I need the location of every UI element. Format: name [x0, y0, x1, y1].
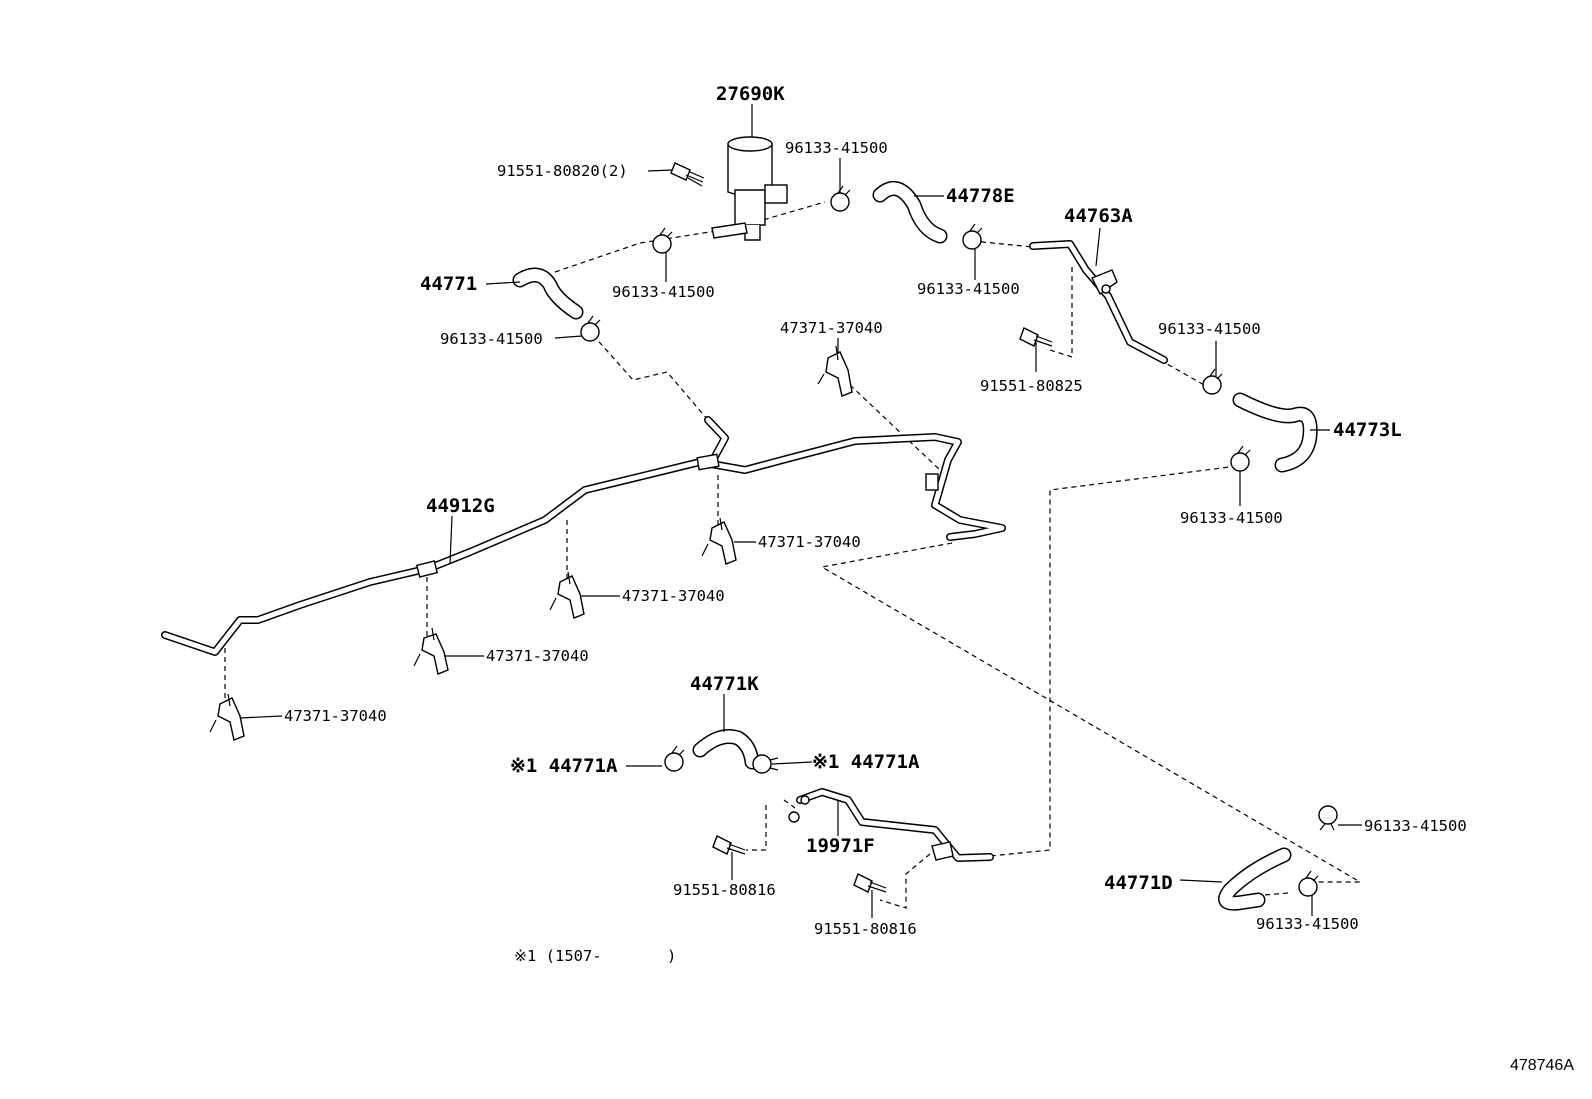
- part-label: 47371-37040: [780, 319, 883, 337]
- illustration-reference-code: 478746A: [1509, 1057, 1574, 1074]
- bolt-icon: [670, 162, 705, 187]
- part-label: 96133-41500: [785, 139, 888, 157]
- part-label: 44763A: [1064, 205, 1133, 227]
- part-label: 96133-41500: [440, 330, 543, 348]
- pipe-clip-icon: [701, 517, 737, 565]
- part-label: 96133-41500: [1158, 320, 1261, 338]
- part-labels: 27690K 91551-80820(2) 96133-41500 44778E…: [284, 83, 1467, 965]
- bolt-icon: [1019, 327, 1053, 347]
- hose-44773l: [1232, 392, 1318, 473]
- part-label: 91551-80820(2): [497, 162, 628, 180]
- part-label: ※1 44771A: [812, 751, 920, 773]
- pipe-clip-icon: [209, 693, 245, 741]
- pipe-clip-icons: [209, 345, 853, 741]
- vacuum-switching-valve-27690k: [711, 136, 788, 241]
- hose-clamp-icon: [1298, 870, 1319, 897]
- part-label: 44912G: [426, 495, 495, 517]
- hose-44771k: [692, 729, 760, 770]
- hose-clamp-icon: [664, 745, 685, 772]
- part-label: 91551-80816: [814, 920, 917, 938]
- part-label: 47371-37040: [758, 533, 861, 551]
- part-label: 47371-37040: [284, 707, 387, 725]
- hose-clamp-icon: [580, 315, 601, 342]
- part-label: 96133-41500: [1256, 915, 1359, 933]
- hose-clamp-icon: [752, 754, 779, 774]
- part-label: 19971F: [806, 835, 875, 857]
- hose-clamp-icon: [1230, 445, 1251, 472]
- pipe-19971f: [788, 788, 994, 862]
- part-label: ※1 44771A: [510, 755, 618, 777]
- bolt-icon: [712, 835, 746, 855]
- bolt-icons: [712, 327, 1053, 893]
- hose-44771d: [1218, 847, 1292, 911]
- footnote: ※1 (1507- ): [514, 947, 676, 965]
- part-label: 96133-41500: [1180, 509, 1283, 527]
- pipe-44763a: [1029, 240, 1168, 364]
- clamp-icons: [580, 185, 1338, 897]
- hose-44778e: [872, 181, 948, 244]
- hose-clamp-icon: [1318, 805, 1338, 831]
- assembly-dash-lines: [224, 201, 1363, 909]
- part-label: 44773L: [1333, 419, 1402, 441]
- fuel-pipe-44912g: [161, 416, 1006, 656]
- part-label: 44771K: [690, 673, 759, 695]
- hose-clamp-icon: [1202, 368, 1223, 395]
- part-label: 47371-37040: [486, 647, 589, 665]
- part-label: 44778E: [946, 185, 1015, 207]
- part-label: 91551-80825: [980, 377, 1083, 395]
- pipe-clip-icon: [549, 571, 585, 619]
- pipe-clip-icon: [413, 627, 449, 675]
- part-label: 27690K: [716, 83, 785, 105]
- hose-clamp-icon: [652, 227, 673, 254]
- part-label: 96133-41500: [917, 280, 1020, 298]
- hose-clamp-icon: [962, 223, 983, 250]
- pipe-clip-icon: [817, 345, 853, 397]
- part-label: 44771: [420, 273, 477, 295]
- hose-44771: [512, 267, 584, 320]
- part-label: 47371-37040: [622, 587, 725, 605]
- part-label: 96133-41500: [1364, 817, 1467, 835]
- part-label: 91551-80816: [673, 881, 776, 899]
- leader-lines: [239, 104, 1362, 918]
- bolt-icon: [853, 873, 887, 893]
- part-label: 96133-41500: [612, 283, 715, 301]
- part-label: 44771D: [1104, 872, 1173, 894]
- hose-clamp-icon: [830, 185, 851, 212]
